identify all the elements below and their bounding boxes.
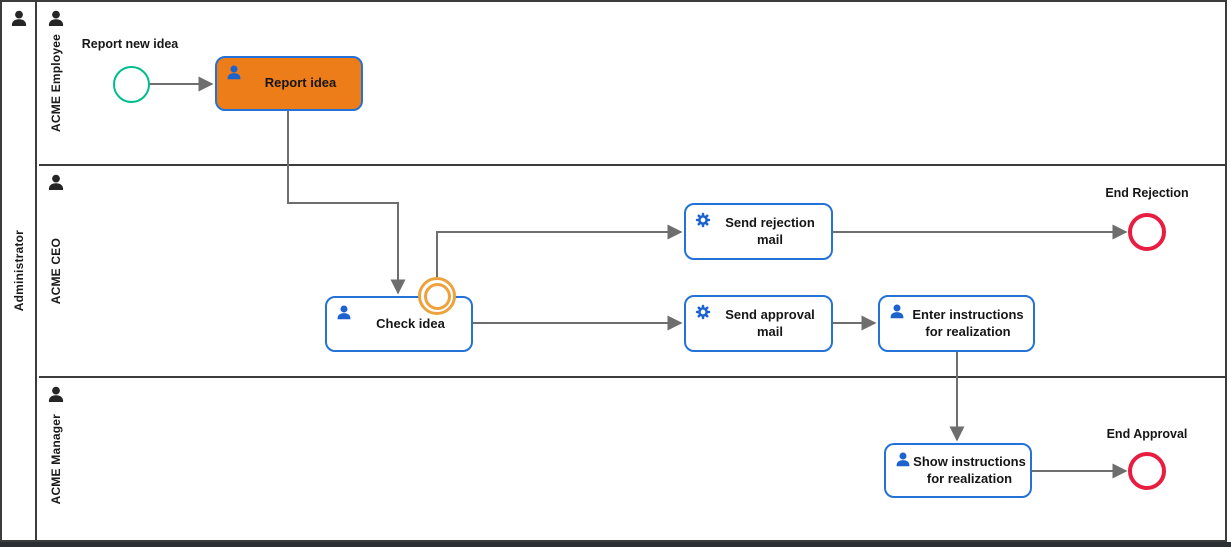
task-send-rejection-mail[interactable]: Send rejection mail — [684, 203, 833, 260]
person-icon — [888, 303, 906, 321]
task-enter-instructions[interactable]: Enter instructions for realization — [878, 295, 1035, 352]
lane-container: ACME Employee ACME CEO ACME Manager — [39, 2, 1225, 540]
task-check-idea[interactable]: Check idea — [325, 296, 473, 352]
person-icon — [225, 64, 243, 82]
flow-boundary-to-send-rejection[interactable] — [436, 224, 683, 278]
lane-acme-ceo[interactable]: ACME CEO — [39, 166, 1225, 378]
gear-icon — [694, 211, 712, 229]
task-label: Check idea — [376, 315, 445, 331]
task-report-idea[interactable]: Report idea — [215, 56, 363, 111]
task-label: Report idea — [264, 75, 337, 91]
flow-report-idea-to-check-idea[interactable] — [287, 110, 406, 295]
task-label: Show instructions for realization — [913, 453, 1026, 486]
start-event[interactable] — [113, 66, 150, 103]
gear-icon — [694, 303, 712, 321]
task-send-approval-mail[interactable]: Send approval mail — [684, 295, 833, 352]
task-label: Enter instructions for realization — [912, 306, 1024, 339]
start-event-label: Report new idea — [81, 37, 179, 51]
end-rejection-label: End Rejection — [1105, 186, 1189, 200]
person-icon — [894, 451, 912, 469]
task-label: Send rejection mail — [725, 214, 815, 247]
lane-acme-employee[interactable]: ACME Employee — [39, 2, 1225, 166]
pool-header[interactable]: Administrator — [2, 2, 37, 540]
end-rejection-event[interactable] — [1128, 213, 1166, 251]
bottom-bar — [0, 542, 1231, 547]
end-approval-event[interactable] — [1128, 452, 1166, 490]
task-show-instructions[interactable]: Show instructions for realization — [884, 443, 1032, 498]
boundary-event[interactable] — [418, 277, 456, 315]
end-approval-label: End Approval — [1106, 427, 1188, 441]
task-label: Send approval mail — [725, 306, 815, 339]
person-icon — [335, 304, 353, 322]
boundary-event-inner-ring — [423, 282, 451, 310]
